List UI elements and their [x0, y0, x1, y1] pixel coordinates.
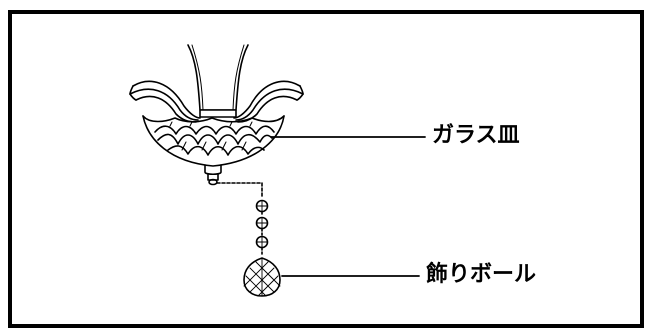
decorative-ball-label: 飾りボール	[426, 262, 537, 287]
right-arms	[233, 80, 304, 123]
left-arms	[129, 80, 201, 123]
decorative-ball	[243, 257, 281, 297]
glass-bowl	[142, 115, 285, 186]
crystal-chain	[216, 182, 269, 257]
central-stem	[187, 44, 249, 118]
glass-dish-label: ガラス皿	[432, 123, 520, 148]
diagram-frame	[8, 10, 644, 328]
